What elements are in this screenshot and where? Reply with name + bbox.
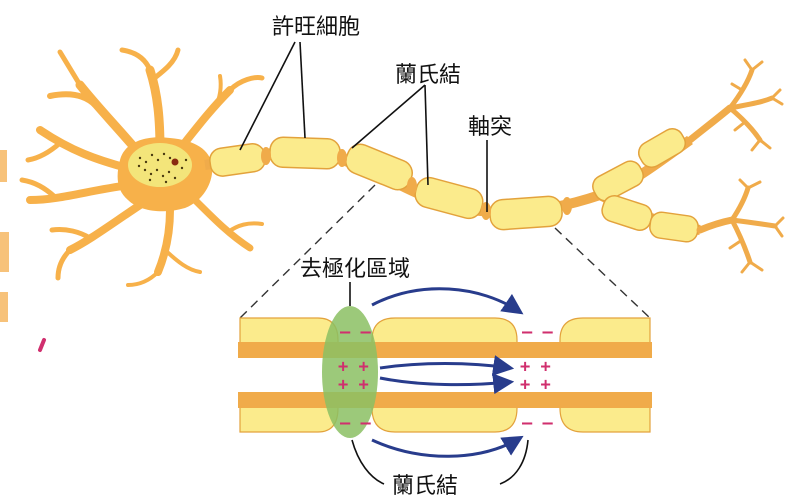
membrane-band-bottom <box>238 392 652 408</box>
charge-depolarized-outside-bottom: – – <box>340 413 371 433</box>
arrow-outer-bottom <box>372 438 520 456</box>
charge-node-outside-bottom: – – <box>522 413 553 433</box>
charge-depolarized-outside-top: – – <box>340 322 371 342</box>
label-axon: 軸突 <box>468 115 512 140</box>
enlarged-axon-section: – – + + + + – – – – + + + + – – <box>238 282 652 484</box>
membrane-band-top <box>238 342 652 358</box>
charge-node-inside-1: + + <box>520 357 551 377</box>
label-depolarized-region: 去極化區域 <box>300 257 410 282</box>
arrow-inner-top <box>380 364 510 369</box>
nucleolus <box>172 159 179 166</box>
axon-terminals-upper <box>690 60 782 150</box>
charge-depolarized-inside-2: + + <box>338 375 369 395</box>
charge-depolarized-inside-1: + + <box>338 357 369 377</box>
nucleus <box>128 143 192 187</box>
label-node-of-ranvier-top: 蘭氏結 <box>395 63 461 88</box>
arrow-outer-top <box>372 289 520 312</box>
charge-node-inside-2: + + <box>520 375 551 395</box>
charge-node-outside-top: – – <box>522 322 553 342</box>
myelin-blocks <box>240 318 650 432</box>
myelin-sheath <box>208 125 699 243</box>
label-node-of-ranvier-bottom: 蘭氏結 <box>392 474 458 499</box>
label-schwann-cell: 許旺細胞 <box>272 15 360 40</box>
axon-terminals-lower <box>700 180 783 272</box>
arrow-inner-bottom <box>380 378 510 385</box>
